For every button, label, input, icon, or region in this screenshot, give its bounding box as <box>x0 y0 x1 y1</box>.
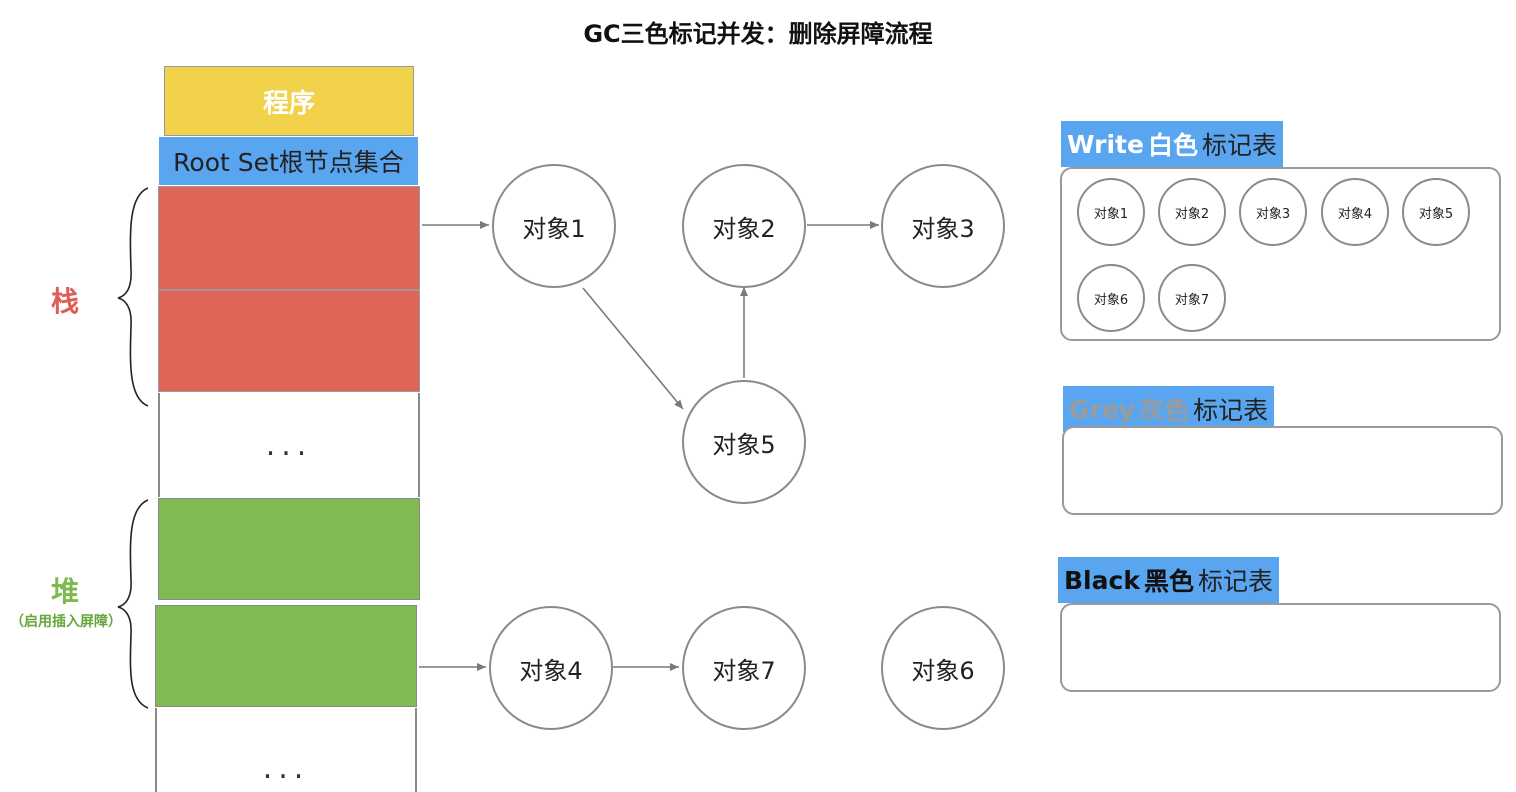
white-table: 对象1 对象2 对象3 对象4 对象5 对象6 对象7 <box>1060 167 1501 341</box>
graph-node-obj2: 对象2 <box>682 164 806 288</box>
grey-table <box>1062 426 1503 515</box>
white-item-obj1: 对象1 <box>1077 178 1145 246</box>
stack-slot-2 <box>158 290 420 392</box>
white-table-color-word: 白色 <box>1147 131 1198 160</box>
heap-brace <box>117 499 149 709</box>
heap-note: （启用插入屏障） <box>10 614 122 630</box>
grey-table-name: Grey <box>1069 394 1136 424</box>
stack-slot-1 <box>158 186 420 290</box>
graph-node-obj5: 对象5 <box>682 380 806 504</box>
stack-label: 栈 <box>50 285 79 318</box>
white-item-obj3: 对象3 <box>1239 178 1307 246</box>
edge-obj1-to-obj5 <box>582 287 684 410</box>
grey-table-suffix: 标记表 <box>1193 396 1269 425</box>
graph-node-obj3: 对象3 <box>881 164 1005 288</box>
heap-label: 堆 <box>50 575 79 608</box>
heap-ellipsis: ... <box>155 708 417 792</box>
black-table <box>1060 603 1501 692</box>
white-item-obj2: 对象2 <box>1158 178 1226 246</box>
white-item-obj4: 对象4 <box>1321 178 1389 246</box>
graph-node-obj1: 对象1 <box>492 164 616 288</box>
black-table-color-word: 黑色 <box>1143 567 1194 596</box>
graph-node-obj4: 对象4 <box>489 606 613 730</box>
black-table-name: Black <box>1064 565 1140 595</box>
heap-slot-2 <box>155 605 417 707</box>
program-block: 程序 <box>164 66 414 136</box>
white-item-obj6: 对象6 <box>1077 264 1145 332</box>
stack-ellipsis: ... <box>158 393 420 497</box>
graph-node-obj7: 对象7 <box>682 606 806 730</box>
white-table-label: Write 白色 标记表 <box>1061 121 1283 167</box>
diagram-title: GC三色标记并发：删除屏障流程 <box>583 20 933 48</box>
grey-table-color-word: 灰色 <box>1139 396 1190 425</box>
root-set-block: Root Set根节点集合 <box>159 137 418 185</box>
grey-table-label: Grey 灰色 标记表 <box>1063 386 1275 432</box>
white-table-suffix: 标记表 <box>1201 131 1277 160</box>
white-item-obj5: 对象5 <box>1402 178 1470 246</box>
stack-brace <box>117 187 149 407</box>
white-item-obj7: 对象7 <box>1158 264 1226 332</box>
black-table-suffix: 标记表 <box>1197 567 1273 596</box>
graph-node-obj6: 对象6 <box>881 606 1005 730</box>
heap-slot-1 <box>158 498 420 600</box>
black-table-label: Black 黑色 标记表 <box>1058 557 1279 603</box>
white-table-name: Write <box>1067 129 1144 159</box>
